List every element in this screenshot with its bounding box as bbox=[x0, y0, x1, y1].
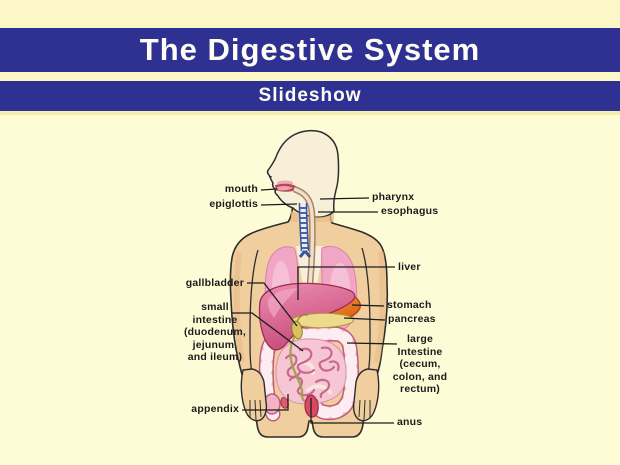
leader-appendix bbox=[242, 394, 289, 411]
label-liver: liver bbox=[398, 261, 421, 273]
label-large-intestine: large Intestine (cecum, colon, and rectu… bbox=[392, 333, 448, 395]
divider-strip bbox=[0, 111, 620, 115]
label-pancreas: pancreas bbox=[388, 313, 436, 325]
leader-mouth bbox=[260, 188, 278, 191]
gallbladder-shape bbox=[291, 314, 309, 340]
label-small-intestine: small intestine (duodenum, jejunum, and … bbox=[183, 301, 247, 363]
leader-large-intestine bbox=[346, 342, 398, 345]
label-anus: anus bbox=[397, 416, 423, 428]
leader-small-intestine bbox=[232, 312, 304, 352]
label-stomach: stomach bbox=[387, 299, 432, 311]
trachea-shape bbox=[298, 202, 312, 258]
nostril bbox=[268, 175, 273, 178]
leader-lines bbox=[232, 188, 398, 424]
leader-anus bbox=[310, 398, 394, 424]
head-shape bbox=[266, 129, 340, 222]
slide-title: The Digestive System bbox=[0, 28, 620, 72]
hand-left bbox=[240, 368, 268, 422]
label-esophagus: esophagus bbox=[381, 205, 439, 217]
slide-subtitle: Slideshow bbox=[0, 81, 620, 111]
tongue-shape bbox=[277, 185, 293, 191]
label-pharynx: pharynx bbox=[372, 191, 415, 203]
small-intestine-shape bbox=[275, 325, 347, 405]
leader-pancreas bbox=[343, 317, 386, 321]
leader-epiglottis bbox=[260, 203, 298, 206]
leader-stomach bbox=[351, 304, 385, 307]
large-intestine-shape bbox=[258, 326, 359, 422]
leader-liver bbox=[297, 266, 395, 300]
label-appendix: appendix bbox=[191, 403, 239, 415]
label-mouth: mouth bbox=[224, 183, 258, 195]
hand-right bbox=[352, 368, 380, 422]
leader-pharynx bbox=[319, 197, 370, 200]
label-epiglottis: epiglottis bbox=[209, 198, 258, 210]
label-gallbladder: gallbladder bbox=[185, 277, 244, 289]
leader-gallbladder bbox=[247, 282, 298, 327]
